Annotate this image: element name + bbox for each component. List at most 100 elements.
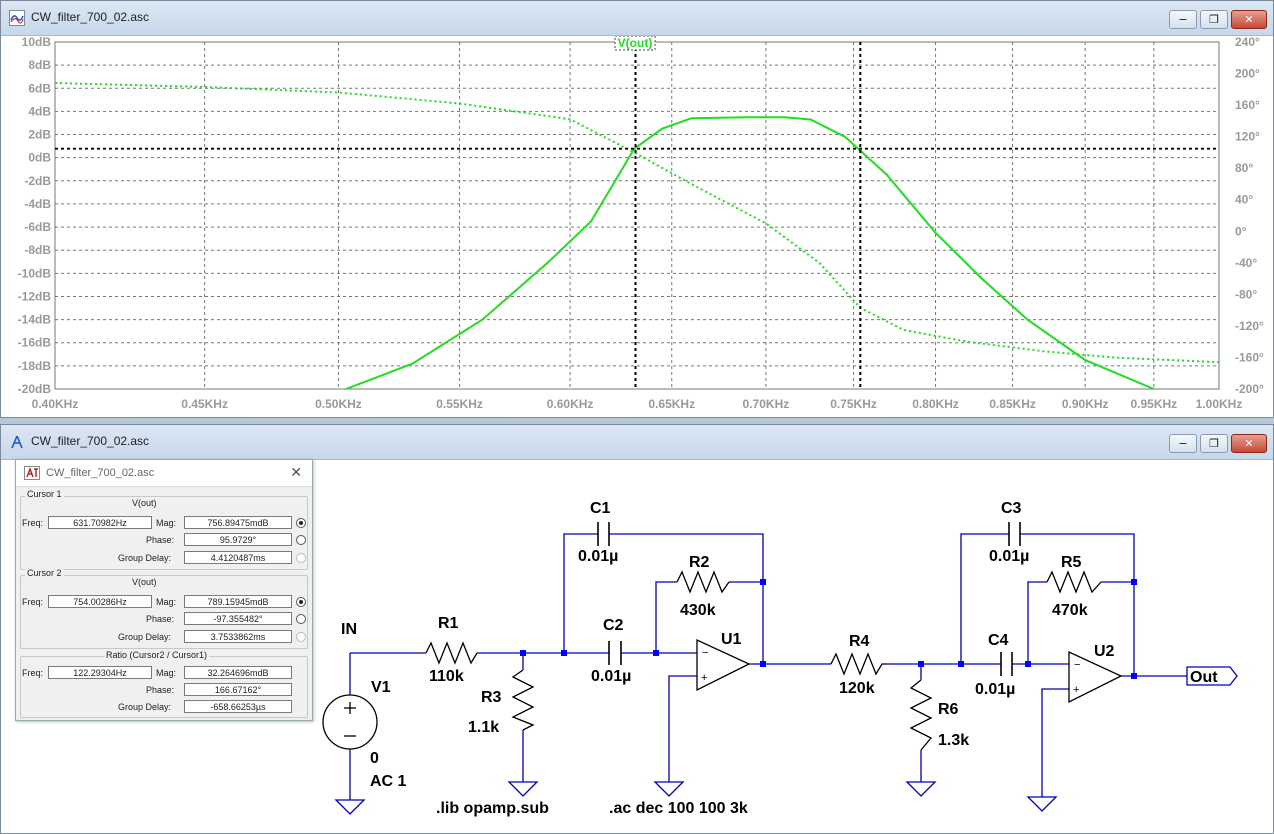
ratio-phase-field[interactable]: 166.67162° [184,683,292,696]
c4-value[interactable]: 0.01µ [975,681,1015,698]
u1-name[interactable]: U1 [721,631,742,648]
x-tick-label: 0.70KHz [743,397,790,411]
plot-frame [54,41,1220,390]
cursor2-phase-field[interactable]: -97.355482° [184,612,292,625]
y-left-tick-label: -16dB [18,336,52,350]
ratio-freq-field[interactable]: 122.29304Hz [48,666,152,679]
ground-icon [653,781,685,797]
c2-name[interactable]: C2 [603,617,624,634]
resistor-r3 [511,669,535,731]
cursor2-phase-radio[interactable] [296,614,306,624]
cursor2-freq-field[interactable]: 754.00286Hz [48,595,152,608]
dialog-title: CW_filter_700_02.asc [46,467,155,479]
r4-value[interactable]: 120k [839,680,875,697]
cursor2-gd-radio[interactable] [296,632,306,642]
u2-plus-sign: + [1073,684,1079,696]
cursor1-mag-radio[interactable] [296,518,306,528]
r5-name[interactable]: R5 [1061,554,1082,571]
r6-name[interactable]: R6 [938,701,959,718]
r1-name[interactable]: R1 [438,615,459,632]
cursor2-mag-field[interactable]: 789.15945mdB [184,595,292,608]
magnitude-trace [345,116,1155,390]
x-tick-label: 0.65KHz [648,397,695,411]
dialog-titlebar[interactable]: CW_filter_700_02.asc ✕ [16,460,312,487]
c3-name[interactable]: C3 [1001,500,1022,517]
x-tick-label: 0.40KHz [32,397,79,411]
schematic-close-button[interactable]: ✕ [1231,434,1267,453]
cursor2-mag-radio[interactable] [296,597,306,607]
c1-name[interactable]: C1 [590,500,611,517]
net-label-out[interactable]: Out [1190,669,1218,686]
y-right-tick-label: -120° [1235,319,1264,333]
y-right-tick-label: 160° [1235,98,1260,112]
x-tick-label: 0.90KHz [1062,397,1109,411]
y-right-tick-label: 120° [1235,130,1260,144]
r2-name[interactable]: R2 [689,554,710,571]
schematic-titlebar[interactable]: CW_filter_700_02.asc −❐✕ [1,425,1273,460]
ratio-phase-label: Phase: [146,685,175,695]
phase-trace [54,82,1220,364]
waveform-titlebar[interactable]: CW_filter_700_02.asc −❐✕ [1,1,1273,36]
r3-value[interactable]: 1.1k [468,719,499,736]
schematic-restore-button[interactable]: ❐ [1200,434,1228,453]
opamp-u1 [696,638,751,692]
y-left-tick-label: -12dB [18,289,52,303]
cursor1-mag-field[interactable]: 756.89475mdB [184,516,292,529]
resistor-r1 [425,641,478,665]
u2-name[interactable]: U2 [1094,643,1115,660]
cursor1-gd-radio[interactable] [296,553,306,563]
v1-ac[interactable]: AC 1 [370,773,407,790]
c1-value[interactable]: 0.01µ [578,548,618,565]
r3-name[interactable]: R3 [481,689,502,706]
cursor2-gd-field[interactable]: 3.7533862ms [184,630,292,643]
resistor-r5 [1046,570,1102,594]
ratio-gd-field[interactable]: -658.66253µs [184,700,292,713]
cursor1-gd-field[interactable]: 4.4120487ms [184,551,292,564]
trace-label[interactable]: V(out) [618,36,653,50]
schematic-minimize-button[interactable]: − [1169,434,1197,453]
plot-cursors[interactable] [55,42,1219,389]
v1-value[interactable]: 0 [370,750,379,767]
net-label-in[interactable]: IN [341,621,357,638]
c2-value[interactable]: 0.01µ [591,668,631,685]
resistor-r2 [676,570,730,594]
y-right-tick-label: -40° [1235,256,1257,270]
waveform-minimize-button[interactable]: − [1169,10,1197,29]
x-tick-label: 0.50KHz [315,397,362,411]
cursor1-phase-field[interactable]: 95.9729° [184,533,292,546]
cursor1-freq-field[interactable]: 631.70982Hz [48,516,152,529]
cursor2-trace: V(out) [132,577,157,587]
c3-value[interactable]: 0.01µ [989,548,1029,565]
bode-plot[interactable]: 10dB8dB6dB4dB2dB0dB-2dB-4dB-6dB-8dB-10dB… [1,36,1273,417]
cursor-readout-dialog[interactable]: CW_filter_700_02.asc ✕ Cursor 1 V(out) F… [15,459,313,721]
r5-value[interactable]: 470k [1052,602,1088,619]
x-tick-label: 0.45KHz [181,397,228,411]
output-port-flag[interactable] [1186,666,1238,686]
r6-value[interactable]: 1.3k [938,732,969,749]
ac-directive[interactable]: .ac dec 100 100 3k [609,800,748,817]
waveform-restore-button[interactable]: ❐ [1200,10,1228,29]
close-icon[interactable]: ✕ [290,464,302,480]
r1-value[interactable]: 110k [429,668,464,685]
y-right-tick-label: -200° [1235,382,1264,396]
y-left-tick-label: -2dB [24,174,51,188]
ground-icon [334,799,366,815]
minimize-icon: − [1178,13,1188,26]
y-left-tick-label: -14dB [18,313,52,327]
right-axis-labels: 240°200°160°120°80°40°0°-40°-80°-120°-16… [1235,36,1264,396]
r2-value[interactable]: 430k [680,602,716,619]
y-right-tick-label: 200° [1235,67,1260,81]
schematic-canvas[interactable]: − + − + [1,460,1273,833]
y-left-tick-label: 2dB [28,128,51,142]
waveform-close-button[interactable]: ✕ [1231,10,1267,29]
c4-name[interactable]: C4 [988,632,1009,649]
lib-directive[interactable]: .lib opamp.sub [436,800,549,817]
v1-name[interactable]: V1 [371,679,391,696]
x-tick-label: 0.60KHz [547,397,594,411]
ratio-mag-field[interactable]: 32.264696mdB [184,666,292,679]
r4-name[interactable]: R4 [849,633,870,650]
y-left-tick-label: -10dB [18,266,52,280]
trace-label-box[interactable] [614,36,656,51]
cursor1-phase-radio[interactable] [296,535,306,545]
waveform-app-icon [9,10,25,26]
